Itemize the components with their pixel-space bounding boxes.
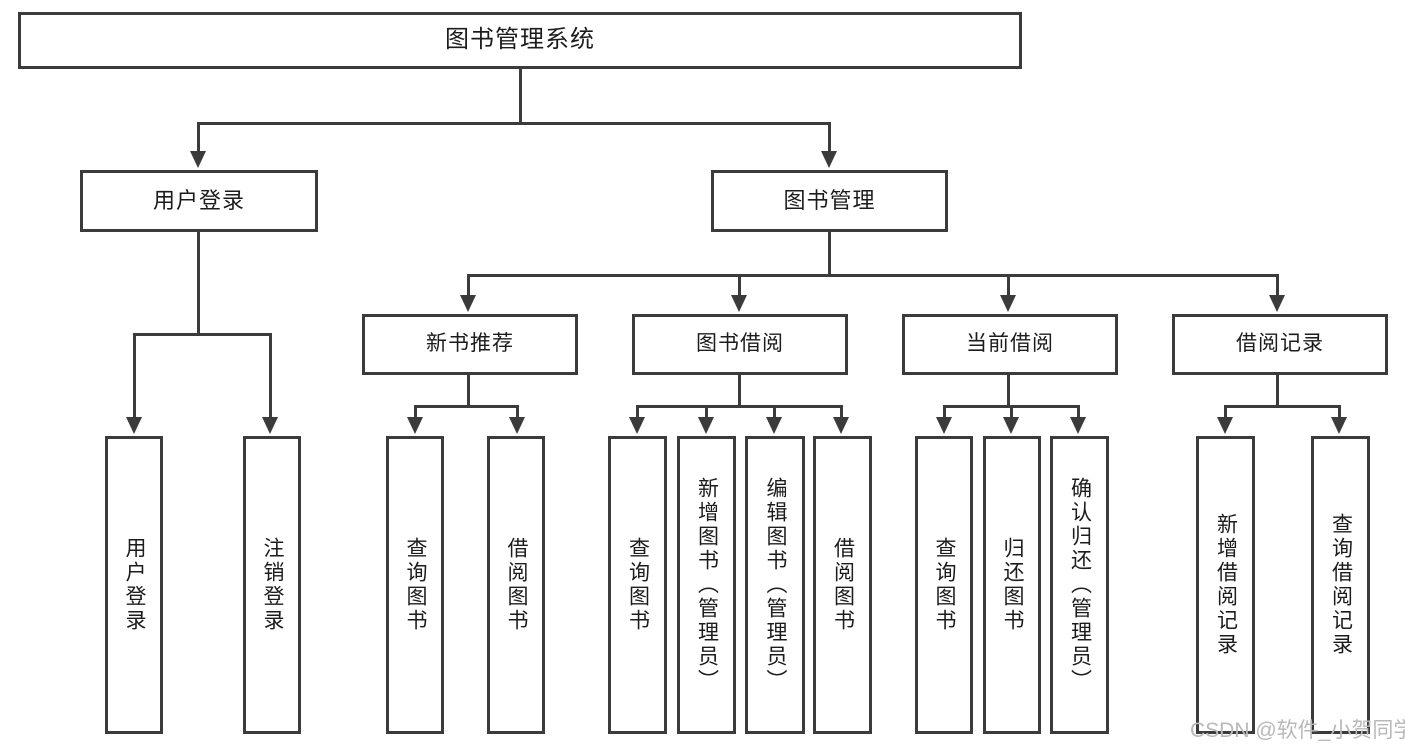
arrow-to-leaf-query-record xyxy=(1331,417,1347,434)
edge-book-management-stem xyxy=(828,232,831,276)
edge-cb-down-2 xyxy=(1010,405,1013,417)
edge-user-login-down-2 xyxy=(269,333,272,417)
edge-bm-down-4 xyxy=(1276,274,1279,295)
edge-bm-down-2 xyxy=(738,274,741,295)
node-label: 新书推荐 xyxy=(426,332,514,356)
node-label: 图书管理系统 xyxy=(445,26,595,54)
arrow-to-leaf-query-book-1 xyxy=(407,417,423,434)
node-current-borrow[interactable]: 当前借阅 xyxy=(902,314,1118,375)
edge-bb-down-4 xyxy=(840,405,843,417)
edge-user-login-bus xyxy=(133,333,272,336)
edge-br-down-1 xyxy=(1224,405,1227,417)
edge-br-stem xyxy=(1276,375,1279,407)
edge-user-login-down-1 xyxy=(133,333,136,417)
node-borrow-record[interactable]: 借阅记录 xyxy=(1172,314,1388,375)
edge-br-bus xyxy=(1224,405,1341,408)
node-label: 查询图书 xyxy=(933,537,957,633)
node-leaf-query-book-1[interactable]: 查询图书 xyxy=(386,436,444,734)
node-book-borrow[interactable]: 图书借阅 xyxy=(632,314,848,375)
node-label: 归还图书 xyxy=(1001,537,1025,633)
edge-bb-down-3 xyxy=(773,405,776,417)
node-leaf-user-login[interactable]: 用户登录 xyxy=(105,436,163,734)
node-new-book-recommend[interactable]: 新书推荐 xyxy=(362,314,578,375)
arrow-to-leaf-user-login xyxy=(126,417,142,434)
edge-bm-down-3 xyxy=(1007,274,1010,295)
arrow-to-leaf-edit-book xyxy=(766,417,782,434)
arrow-to-book-borrow xyxy=(731,295,747,312)
arrow-to-leaf-confirm-return xyxy=(1070,417,1086,434)
arrow-to-leaf-add-record xyxy=(1217,417,1233,434)
node-book-management[interactable]: 图书管理 xyxy=(711,170,948,232)
edge-root-to-user-login xyxy=(197,122,200,151)
edge-bb-bus xyxy=(636,405,843,408)
node-label: 编辑图书（管理员） xyxy=(764,477,788,693)
edge-bb-down-2 xyxy=(705,405,708,417)
edge-user-login-stem xyxy=(197,232,200,336)
node-leaf-add-book[interactable]: 新增图书（管理员） xyxy=(677,436,736,734)
node-leaf-borrow-book-1[interactable]: 借阅图书 xyxy=(487,436,545,734)
edge-bm-down-1 xyxy=(467,274,470,295)
edge-cb-stem xyxy=(1007,375,1010,407)
node-leaf-confirm-return[interactable]: 确认归还（管理员） xyxy=(1050,436,1109,734)
node-label: 用户登录 xyxy=(123,537,147,633)
node-label: 当前借阅 xyxy=(966,332,1054,356)
arrow-to-book-management xyxy=(821,151,837,168)
arrow-to-leaf-query-book-2 xyxy=(629,417,645,434)
edge-root-bus xyxy=(197,122,831,125)
node-label: 确认归还（管理员） xyxy=(1068,477,1092,693)
node-leaf-add-record[interactable]: 新增借阅记录 xyxy=(1196,436,1255,734)
arrow-to-leaf-borrow-book-1 xyxy=(509,417,525,434)
node-leaf-user-logout[interactable]: 注销登录 xyxy=(243,436,301,734)
node-leaf-borrow-book-2[interactable]: 借阅图书 xyxy=(813,436,872,734)
edge-cb-down-1 xyxy=(943,405,946,417)
edge-nbr-down-2 xyxy=(516,405,519,417)
edge-book-management-bus xyxy=(467,274,1279,277)
node-label: 借阅记录 xyxy=(1236,332,1324,356)
node-leaf-edit-book[interactable]: 编辑图书（管理员） xyxy=(745,436,805,734)
node-root-system[interactable]: 图书管理系统 xyxy=(18,12,1022,69)
edge-nbr-bus xyxy=(414,405,519,408)
edge-nbr-stem xyxy=(467,375,470,407)
arrow-to-leaf-borrow-book-2 xyxy=(833,417,849,434)
edge-bb-down-1 xyxy=(636,405,639,417)
node-leaf-query-book-2[interactable]: 查询图书 xyxy=(608,436,667,734)
node-label: 查询借阅记录 xyxy=(1329,513,1353,657)
edge-root-stem xyxy=(519,69,522,122)
node-label: 注销登录 xyxy=(261,537,285,633)
node-leaf-query-record[interactable]: 查询借阅记录 xyxy=(1311,436,1370,734)
edge-nbr-down-1 xyxy=(414,405,417,417)
node-label: 查询图书 xyxy=(626,537,650,633)
node-label: 新增借阅记录 xyxy=(1214,513,1238,657)
edge-cb-down-3 xyxy=(1077,405,1080,417)
edge-root-to-book-management xyxy=(828,122,831,151)
edge-bb-stem xyxy=(738,375,741,407)
arrow-to-leaf-return-book xyxy=(1003,417,1019,434)
arrow-to-leaf-user-logout xyxy=(262,417,278,434)
arrow-to-borrow-record xyxy=(1269,295,1285,312)
node-leaf-return-book[interactable]: 归还图书 xyxy=(983,436,1041,734)
arrow-to-leaf-query-book-3 xyxy=(936,417,952,434)
arrow-to-current-borrow xyxy=(1000,295,1016,312)
node-label: 查询图书 xyxy=(404,537,428,633)
node-user-login[interactable]: 用户登录 xyxy=(80,170,318,232)
node-label: 图书管理 xyxy=(783,187,876,213)
node-label: 借阅图书 xyxy=(831,537,855,633)
node-label: 借阅图书 xyxy=(505,537,529,633)
node-label: 图书借阅 xyxy=(696,332,784,356)
arrow-to-new-book-recommend xyxy=(460,295,476,312)
arrow-to-leaf-add-book xyxy=(698,417,714,434)
node-label: 新增图书（管理员） xyxy=(695,477,719,693)
node-label: 用户登录 xyxy=(152,187,245,213)
csdn-watermark: CSDN @软件_小贺同学 xyxy=(1190,719,1405,742)
node-leaf-query-book-3[interactable]: 查询图书 xyxy=(915,436,973,734)
edge-br-down-2 xyxy=(1338,405,1341,417)
arrow-to-user-login xyxy=(190,151,206,168)
